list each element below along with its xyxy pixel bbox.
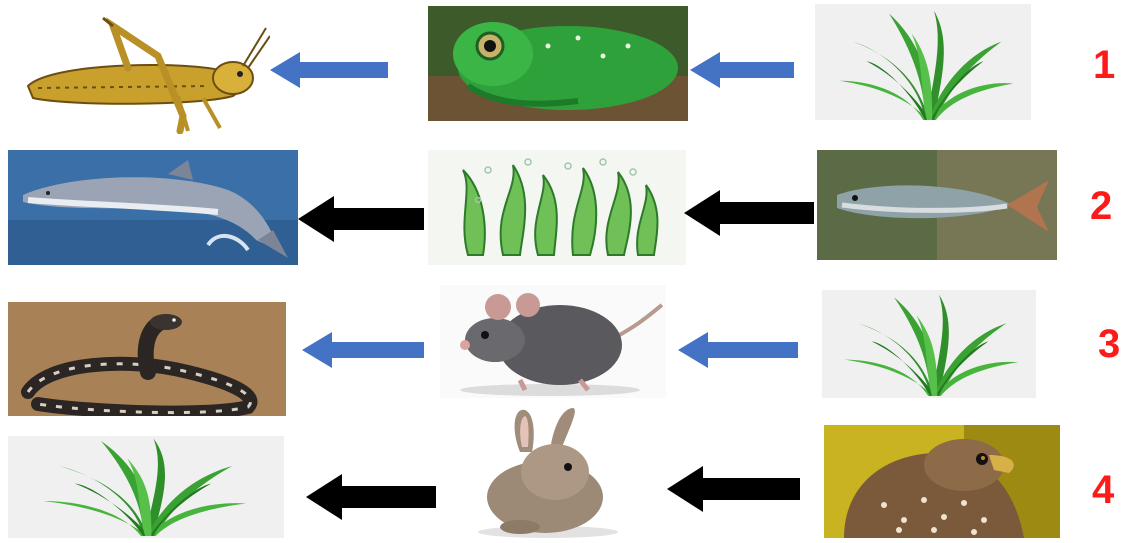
arrow-row-4-right xyxy=(667,466,800,512)
grass-image xyxy=(8,436,284,538)
rabbit-image xyxy=(460,402,634,538)
arrow-row-2-right xyxy=(684,190,814,236)
row-number-3: 3 xyxy=(1098,324,1120,364)
grasshopper-image xyxy=(8,6,270,134)
arrow-row-4-left xyxy=(306,474,436,520)
grass-image xyxy=(822,290,1036,398)
arrow-row-1-right xyxy=(690,52,794,88)
frog-image xyxy=(428,6,688,121)
grass-image xyxy=(815,4,1031,120)
arrow-row-2-left xyxy=(298,196,424,242)
dolphin-image xyxy=(8,150,298,265)
row-number-2: 2 xyxy=(1090,186,1112,226)
rat-image xyxy=(440,285,666,398)
arrow-row-1-left xyxy=(270,52,388,88)
seaweed-image xyxy=(428,150,686,265)
arrow-row-3-right xyxy=(678,332,798,368)
row-number-4: 4 xyxy=(1092,470,1114,510)
row-number-1: 1 xyxy=(1093,45,1115,85)
cobra-image xyxy=(8,302,286,416)
fish-image xyxy=(817,150,1057,260)
arrow-row-3-left xyxy=(302,332,424,368)
falcon-image xyxy=(824,425,1060,538)
